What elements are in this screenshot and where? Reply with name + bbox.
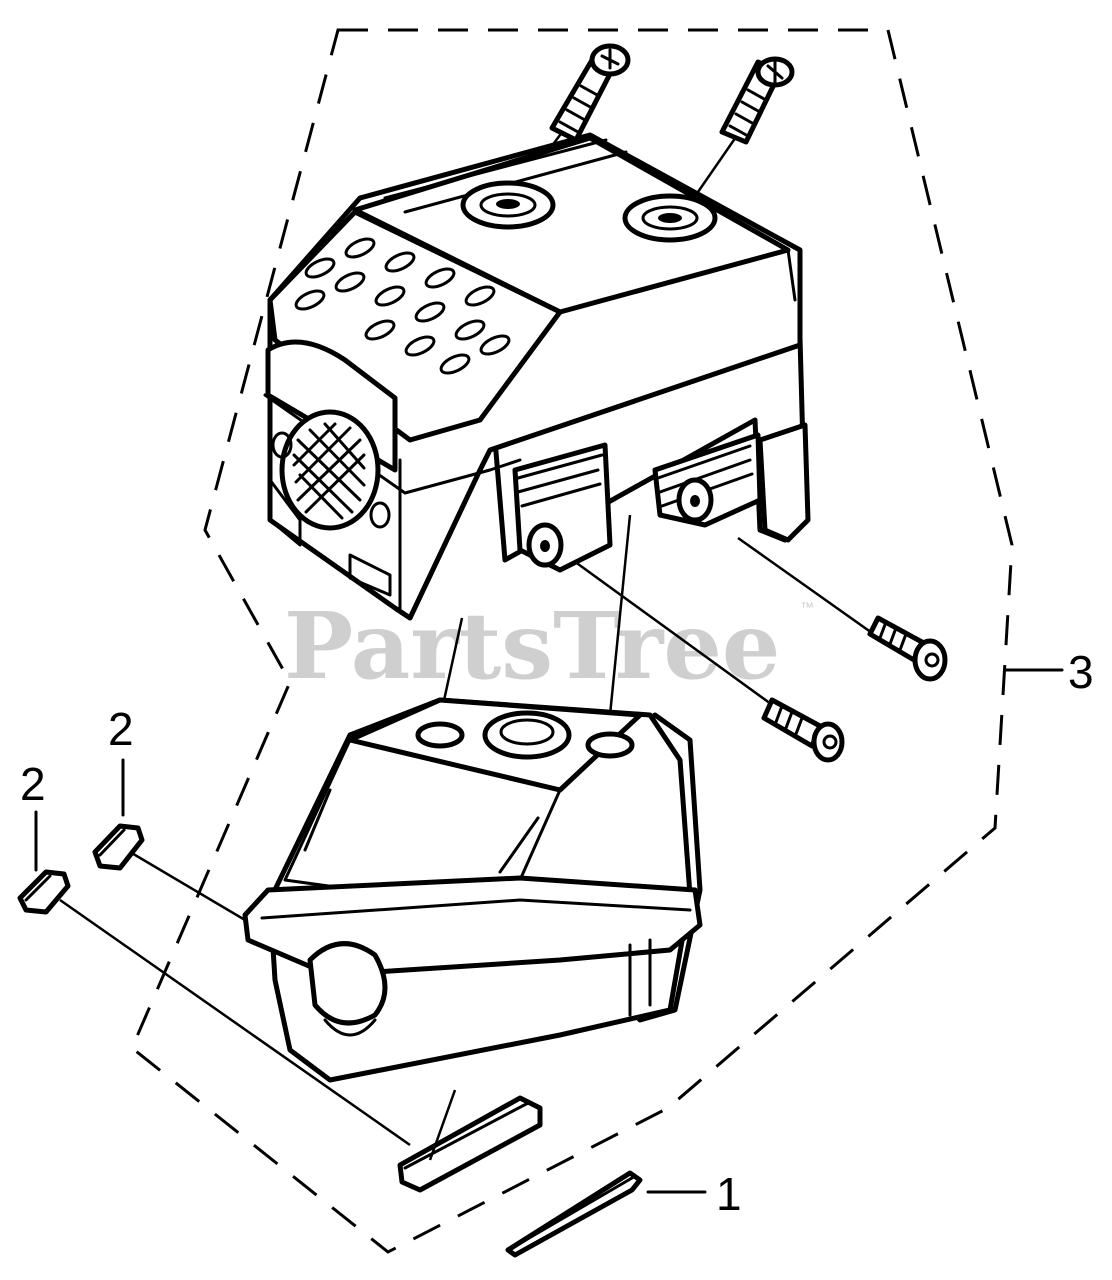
- muffler-body: [242, 697, 703, 1193]
- assembly-boundary: [130, 28, 1014, 1254]
- nut-lower-leader: [59, 898, 411, 1147]
- pin-part: [505, 1170, 643, 1258]
- watermark-trademark: ™: [800, 599, 814, 615]
- callout-3: 3: [1068, 646, 1094, 698]
- callout-1: 1: [716, 1168, 742, 1220]
- callout-2a: 2: [108, 703, 134, 755]
- nut-lower: [17, 869, 71, 915]
- side-right-screw: [867, 615, 948, 682]
- watermark-text: PartsTree: [284, 592, 780, 700]
- callout-2b: 2: [20, 758, 46, 810]
- lower-leader-line: [428, 1089, 457, 1161]
- nut-upper-leader: [129, 850, 246, 922]
- heat-shield-cover: [263, 132, 811, 621]
- top-left-screw: [549, 43, 631, 143]
- side-lower-screw: [761, 697, 845, 763]
- top-right-screw: [719, 56, 795, 145]
- nut-upper: [92, 823, 145, 871]
